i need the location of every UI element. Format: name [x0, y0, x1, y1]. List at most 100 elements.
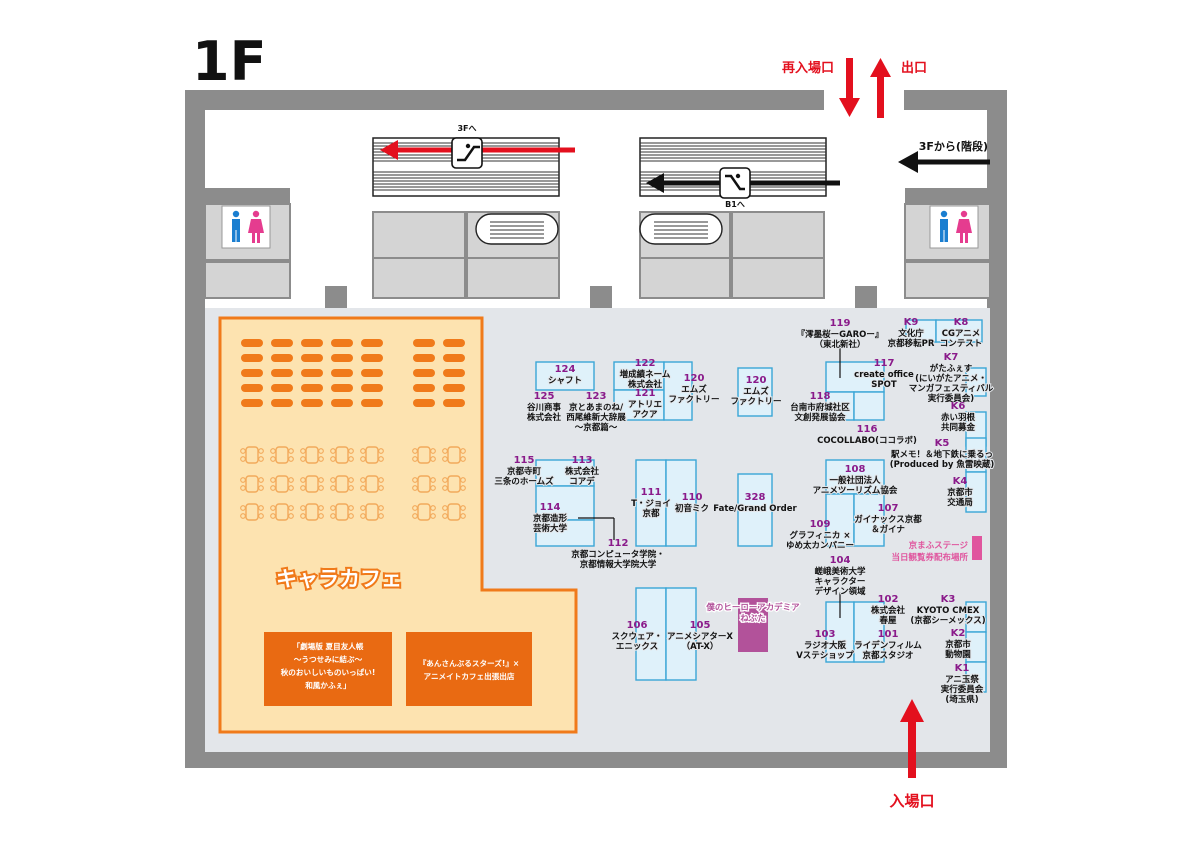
cafe-seat — [271, 399, 293, 407]
booth-name: ガイナックス京都 — [854, 514, 922, 525]
booth-number: 124 — [555, 364, 576, 375]
cafe-table — [270, 503, 294, 521]
booth-name: 赤い羽根 — [941, 412, 976, 423]
cafe-seat — [361, 384, 383, 392]
booth-name: （東北新社） — [814, 339, 865, 350]
chara-cafe-area — [218, 316, 578, 734]
restroom-right-icon — [929, 205, 979, 249]
cafe-table — [412, 446, 436, 464]
booth-number: 101 — [878, 629, 899, 640]
stage-label: 京まふステージ — [909, 540, 969, 551]
booth-number: 112 — [608, 538, 629, 549]
cafe-seat — [301, 354, 323, 362]
cafe-seat — [443, 399, 465, 407]
cafe-table — [330, 475, 354, 493]
booth-name: キャラクター — [815, 576, 866, 587]
booth-name: 株式会社 — [565, 466, 600, 477]
cafe-seat — [301, 384, 323, 392]
cafe-seat — [361, 354, 383, 362]
booth-name: ファクトリー — [730, 396, 781, 407]
cafe-seat — [241, 384, 263, 392]
cafe-box2-line: 『あんさんぶるスターズ!』× — [419, 658, 520, 668]
booth-119[interactable]: 119『澪墨桜ーGAROー』（東北新社） — [796, 318, 885, 351]
cafe-table — [270, 446, 294, 464]
hero-academia-label: ねぶた — [740, 613, 766, 624]
booth-name: 初音ミク — [675, 503, 709, 514]
exit-label: 出口 — [901, 60, 927, 76]
booth-number: 119 — [830, 318, 851, 329]
booth-name: 動物園 — [945, 649, 971, 660]
booth-number: K5 — [935, 438, 950, 449]
stairs-arrow — [898, 151, 990, 173]
stage-ticket-marker — [972, 536, 982, 560]
booth-number: 116 — [857, 424, 878, 435]
booth-name: ゆめ太カンパニー — [786, 540, 854, 551]
booth-name: 京都情報大学院大学 — [580, 559, 657, 570]
booth-name: COCOLLABO(ココラボ) — [817, 435, 917, 446]
booth-name: アニメツーリズム協会 — [813, 485, 898, 496]
cafe-box2-line: アニメイトカフェ出張出店 — [424, 671, 515, 681]
cafe-title: キャラカフェ — [276, 567, 402, 591]
booth-number: 106 — [627, 620, 648, 631]
reentry-label: 再入場口 — [782, 60, 834, 76]
restroom-left-icon — [221, 205, 271, 249]
booth-name: (Produced by 魚雷映蔵) — [890, 459, 995, 470]
booth-name: (にいがたアニメ・ — [915, 373, 987, 384]
booth-number: 120 — [746, 375, 767, 386]
booth-name: アクア — [632, 409, 658, 420]
cafe-table — [442, 446, 466, 464]
booth-name: 西尾維新大辞展 — [566, 412, 626, 423]
booth-number: 108 — [845, 464, 866, 475]
cafe-table — [300, 446, 324, 464]
cafe-table — [360, 475, 384, 493]
cafe-seat — [271, 339, 293, 347]
booth-number: K1 — [955, 663, 970, 674]
booth-name: 『澪墨桜ーGAROー』 — [797, 329, 884, 340]
booth-name: スクウェア・ — [611, 631, 662, 642]
booth-name: ＆ガイナ — [871, 524, 905, 535]
cafe-seat — [361, 339, 383, 347]
cafe-table — [330, 503, 354, 521]
cafe-table — [300, 503, 324, 521]
cafe-table — [412, 503, 436, 521]
booth-name: 春屋 — [878, 615, 897, 626]
booth-name: グラフィニカ × — [790, 530, 851, 541]
cafe-table — [240, 475, 264, 493]
